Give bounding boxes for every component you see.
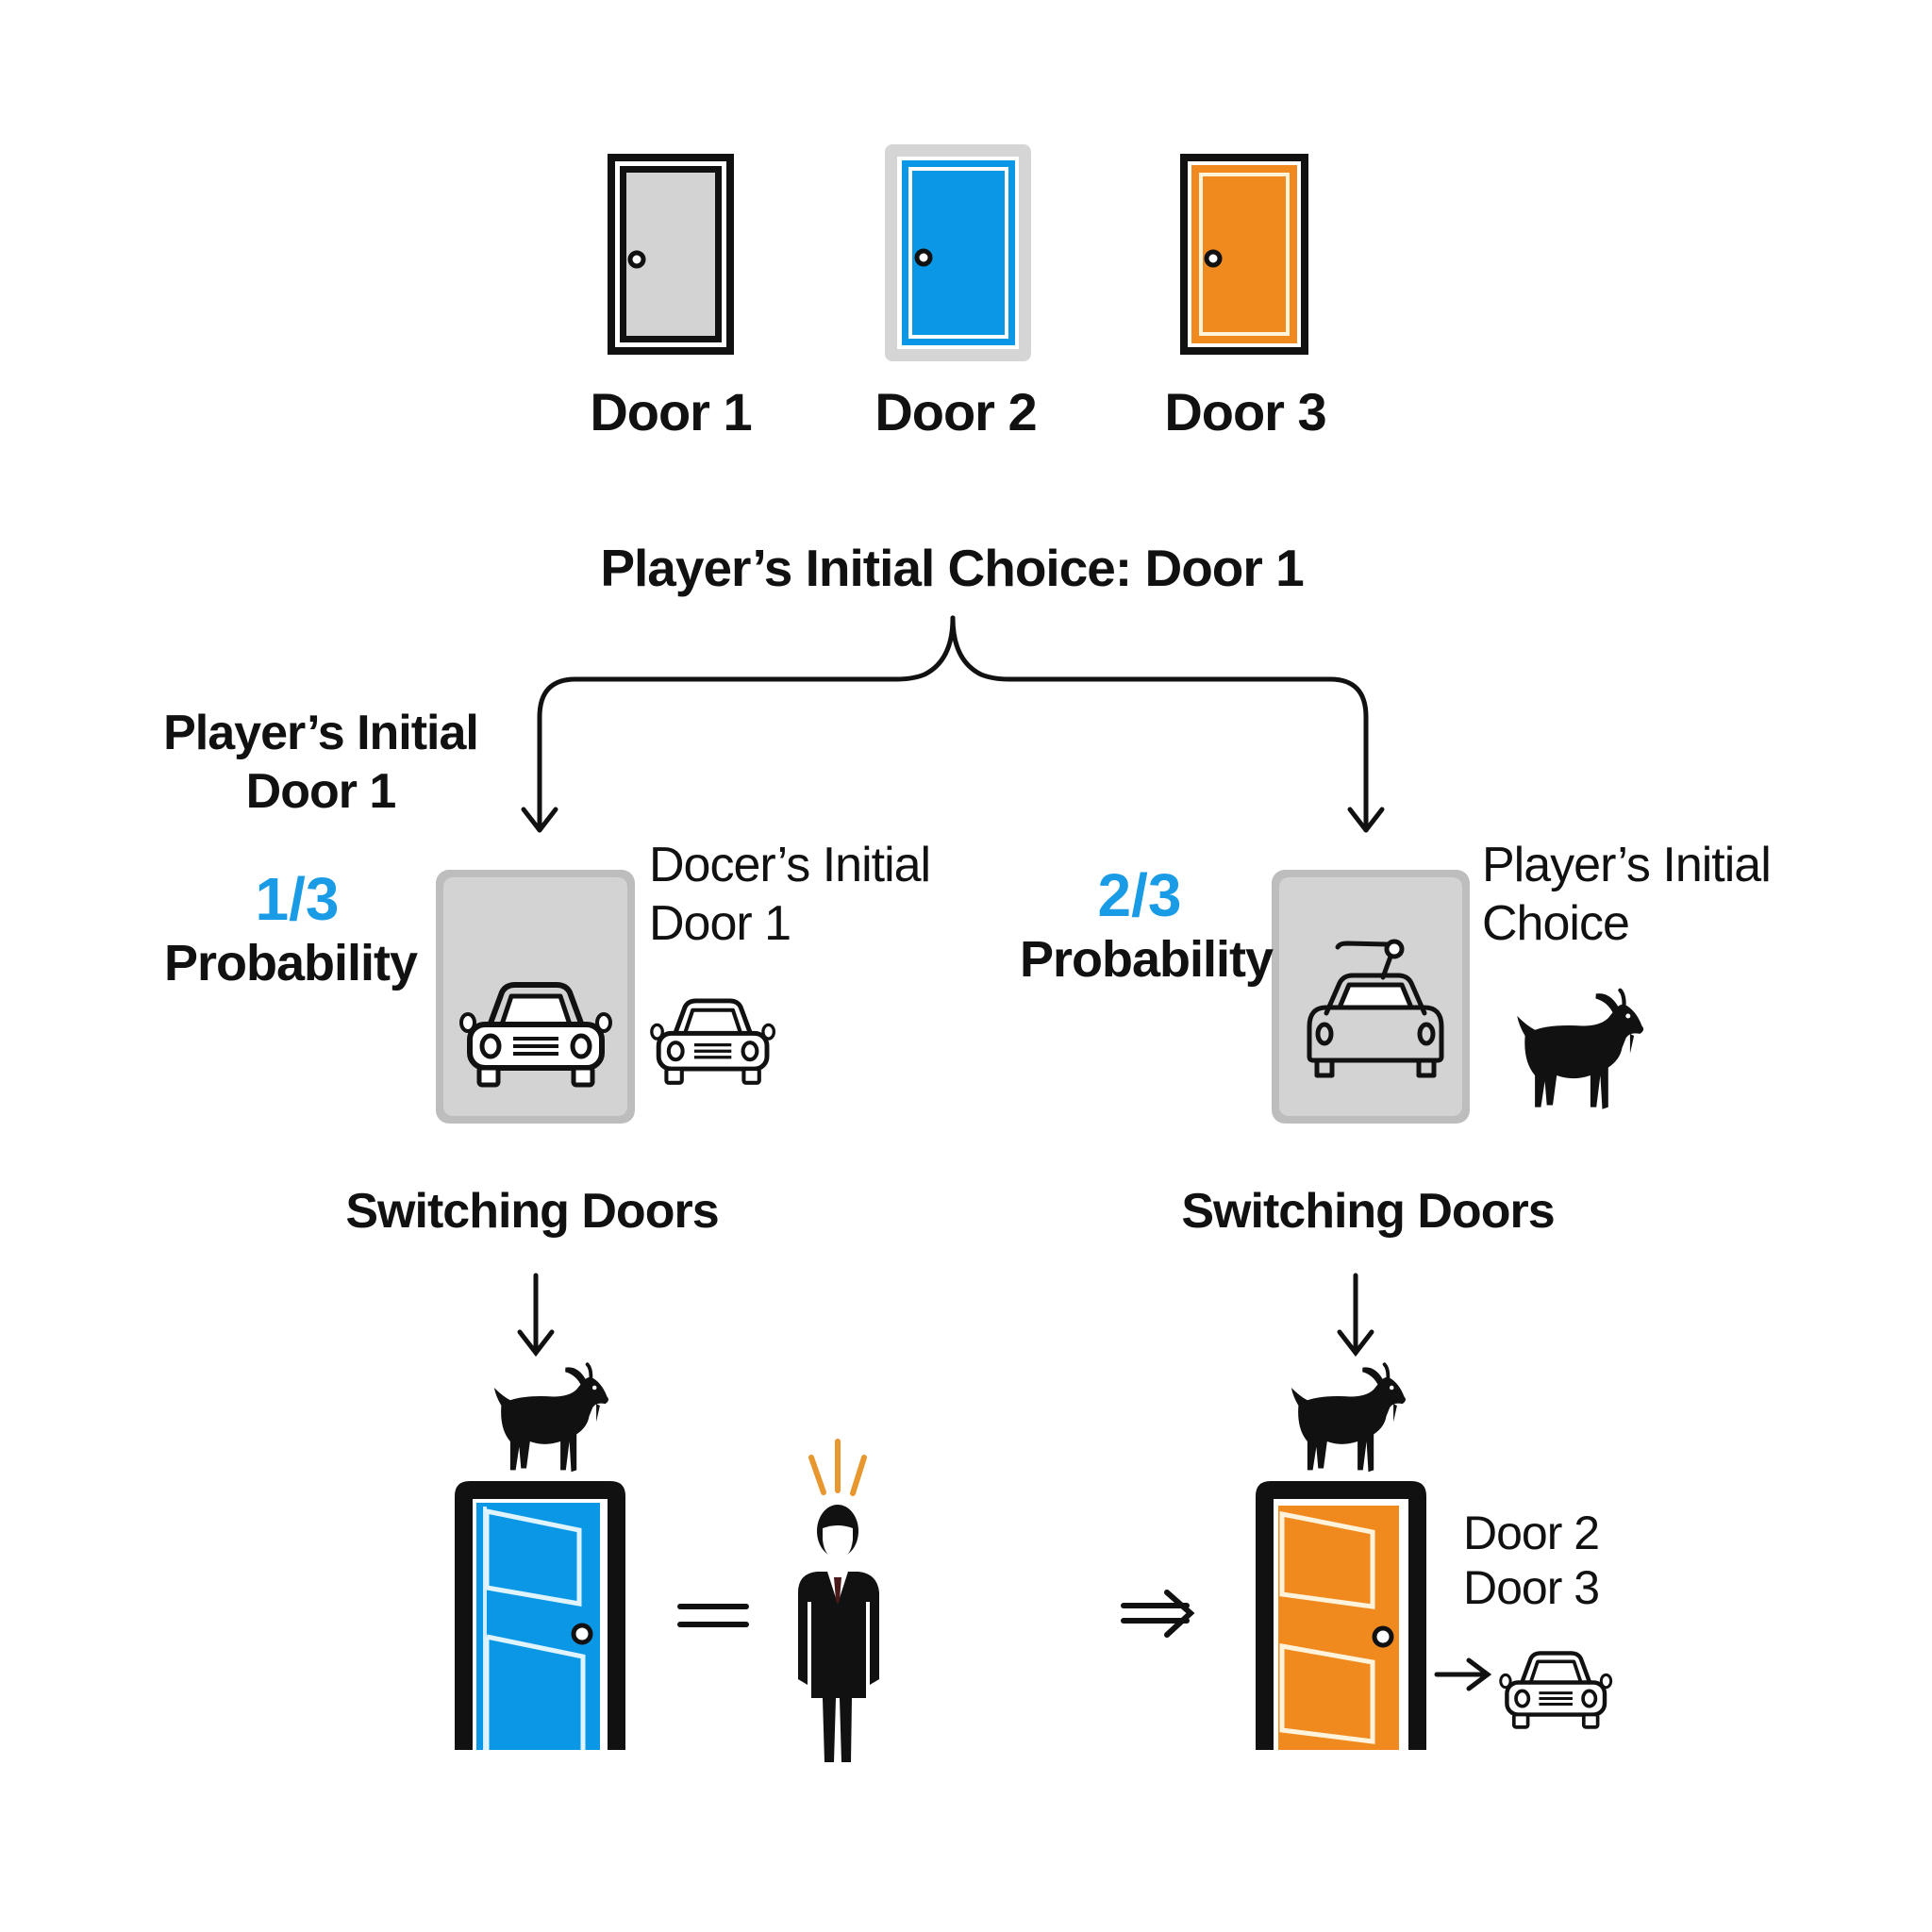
goat-icon [1517,991,1643,1109]
right-arrow-icon [1434,1657,1492,1691]
equals-symbol [677,1604,749,1627]
down-arrow-right [1337,1273,1374,1357]
left-heading: Player’s Initial Door 1 [151,704,491,821]
page-title: Player’s Initial Choice: Door 1 [600,539,1304,597]
door-3-icon [1180,154,1308,355]
right-probability-label: Probability [1020,931,1274,988]
car-icon [1501,1653,1611,1726]
door-1-icon [608,154,734,355]
goat-icon [1291,1364,1406,1472]
right-side-note-line2: Choice [1482,896,1630,951]
left-side-note-line2: Door 1 [649,896,791,951]
right-result-note-line2: Door 3 [1463,1561,1600,1614]
left-switch-label: Switching Doors [345,1184,719,1239]
left-heading-line1: Player’s Initial [163,706,479,760]
orange-door-icon [1256,1481,1426,1750]
left-side-note-line1: Docer’s Initial [649,838,931,892]
car-with-antenna-icon [1307,939,1444,1078]
car-icon [652,1001,774,1083]
door-2-label: Door 2 [874,382,1037,441]
blue-door-icon [455,1481,625,1750]
door-3-label: Door 3 [1164,382,1326,441]
right-result-note: Door 2 Door 3 [1463,1506,1600,1615]
branch-brace [521,615,1385,833]
right-side-note: Player’s Initial Choice [1482,836,1772,953]
goat-icon [494,1364,608,1472]
left-side-note: Docer’s Initial Door 1 [649,836,931,953]
right-side-note-line1: Player’s Initial [1482,838,1772,892]
door-2-icon [885,144,1031,361]
left-probability-label: Probability [164,935,418,991]
implies-arrow-symbol [1121,1590,1195,1638]
door-1-label: Door 1 [590,382,752,441]
surprised-businessman-icon [798,1439,879,1762]
left-heading-line2: Door 1 [245,764,397,819]
right-switch-label: Switching Doors [1181,1184,1555,1239]
right-probability-fraction: 2/3 [1097,861,1182,929]
left-probability-fraction: 1/3 [255,865,340,933]
down-arrow-left [517,1273,555,1357]
right-result-note-line1: Door 2 [1463,1507,1600,1559]
